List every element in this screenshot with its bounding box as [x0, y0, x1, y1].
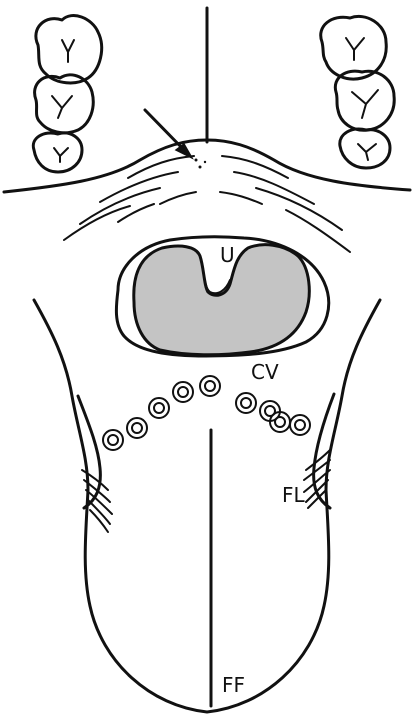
arrow-icon — [145, 110, 192, 158]
label-circumvallate: CV — [251, 360, 279, 384]
right-molars — [321, 16, 395, 168]
cv-papilla — [127, 418, 147, 438]
label-fissure: FF — [222, 673, 245, 697]
right-molar-3 — [340, 129, 390, 168]
cv-papilla — [149, 398, 169, 418]
soft-palate-border — [4, 140, 410, 192]
left-molars — [33, 16, 101, 172]
cv-papilla — [290, 415, 310, 435]
cv-papilla — [236, 393, 256, 413]
cv-papilla — [103, 430, 123, 450]
label-foliate: FL — [282, 483, 306, 507]
label-uvula: U — [220, 243, 235, 267]
foliate-papillae-right — [304, 394, 334, 508]
cv-papilla — [200, 376, 220, 396]
right-molar-2 — [335, 71, 394, 130]
cv-papilla — [173, 382, 193, 402]
foliate-papillae-left — [78, 396, 112, 532]
circumvallate-papillae — [103, 376, 310, 450]
